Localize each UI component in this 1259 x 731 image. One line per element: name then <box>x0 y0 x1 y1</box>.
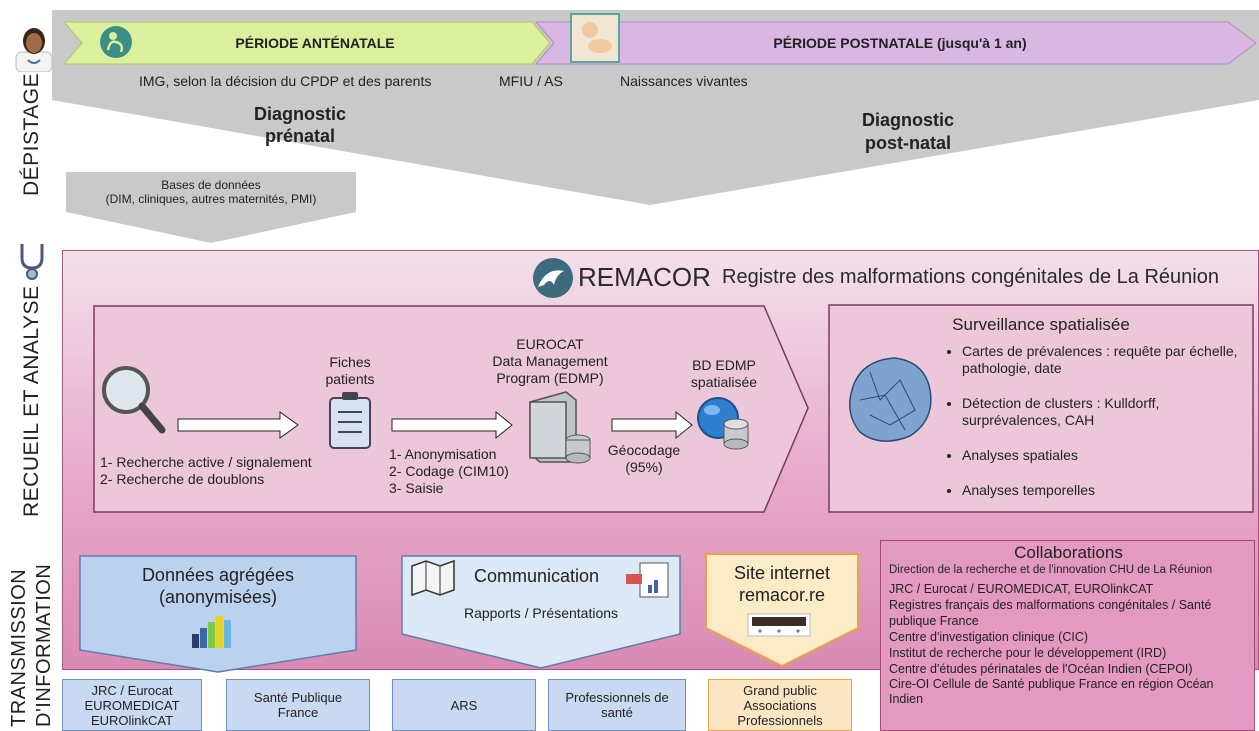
audience-line: EUROlinkCAT <box>90 712 174 728</box>
audience-line: Santé Publique <box>253 690 343 705</box>
donnees-line2: (anonymisées) <box>158 587 278 607</box>
clipboard-icon <box>329 392 371 449</box>
diag-postnatal-line1: Diagnostic <box>861 110 954 130</box>
bar-chart-icon <box>192 616 231 648</box>
site-line2: remacor.re <box>738 585 826 605</box>
communication-sub: Rapports / Présentations <box>463 605 619 621</box>
communication-title: Communication <box>474 566 600 586</box>
audience-grandpublic-box: Grand public Associations Professionnels <box>708 679 852 731</box>
site-line1: Site internet <box>733 563 831 583</box>
bases-grey-arrow <box>66 172 356 243</box>
postnatal-band <box>534 21 1257 65</box>
collab-item: Centre d'investigation clinique (CIC) <box>889 630 1089 644</box>
anon-line1: 1- Anonymisation <box>389 446 497 462</box>
donnees-arrow <box>79 555 357 673</box>
eurocat-line3: Program (EDMP) <box>496 370 604 386</box>
remacor-name: REMACOR <box>578 262 711 292</box>
server-icon <box>529 391 591 464</box>
audience-line: Professionnels de <box>565 690 669 705</box>
website-thumbnail-icon <box>747 613 811 637</box>
reunion-map-icon <box>849 357 932 442</box>
globe-database-icon <box>697 397 749 450</box>
collab-item: Direction de la recherche et de l'innova… <box>889 564 1213 576</box>
donnees-line1: Données agrégées <box>141 565 295 585</box>
diag-postnatal-line2: post-natal <box>864 133 951 153</box>
audience-jrc-box: JRC / Eurocat EUROMEDICAT EUROlinkCAT <box>62 679 202 731</box>
img-text: IMG, selon la décision du CPDP et des pa… <box>139 73 432 89</box>
audience-line: santé <box>601 705 633 720</box>
surveillance-list: Cartes de prévalences : requête par éche… <box>940 343 1252 499</box>
mfiu-text: MFIU / AS <box>499 73 563 89</box>
fiches-line1: Fiches <box>329 354 371 370</box>
surveillance-item: Analyses spatiales <box>962 447 1252 464</box>
step1-line1: 1- Recherche active / signalement <box>100 454 312 470</box>
surveillance-title: Surveillance spatialisée <box>952 315 1130 334</box>
collaborations-title: Collaborations <box>1014 543 1123 562</box>
anon-line2: 2- Codage (CIM10) <box>389 463 509 479</box>
collaborations-box: Collaborations Direction de la recherche… <box>880 540 1255 731</box>
map-icon <box>411 559 455 597</box>
audience-line: EUROMEDICAT <box>84 697 180 713</box>
geocodage-line1: Géocodage <box>607 442 681 458</box>
communication-arrow <box>401 555 681 669</box>
bd-line2: spatialisée <box>690 374 758 390</box>
arrow-3 <box>611 410 693 440</box>
fiches-line2: patients <box>325 371 375 387</box>
audience-line: JRC / Eurocat <box>91 682 173 698</box>
diag-prenatal-line2: prénatal <box>264 126 336 146</box>
surveillance-item: Détection de clusters : Kulldorff, surpr… <box>962 395 1252 429</box>
audience-line: Professionnels <box>737 712 823 728</box>
remacor-logo-icon <box>533 258 573 298</box>
site-arrow <box>705 553 859 668</box>
report-icon <box>626 562 669 598</box>
audience-line: ARS <box>450 697 478 713</box>
arrow-1 <box>177 411 299 439</box>
anon-line3: 3- Saisie <box>389 480 444 496</box>
naissances-text: Naissances vivantes <box>620 73 748 89</box>
stethoscope-icon <box>20 244 44 280</box>
eurocat-line2: Data Management <box>492 353 608 369</box>
collab-item: JRC / Eurocat / EUROMEDICAT, EUROlinkCAT <box>889 582 1154 596</box>
audience-ars-box: ARS <box>392 679 536 731</box>
collab-item: Cire-OI Cellule de Santé publique France… <box>889 677 1214 706</box>
audience-line: Grand public <box>743 682 817 698</box>
baby-icon <box>570 13 620 63</box>
depistage-diagram <box>52 10 1259 243</box>
magnifier-icon <box>102 366 166 434</box>
audience-line: France <box>277 705 319 720</box>
collab-item: Institut de recherche pour le développem… <box>889 646 1167 660</box>
surveillance-item: Analyses temporelles <box>962 482 1252 499</box>
antenatal-header: PÉRIODE ANTÉNATALE <box>235 35 395 51</box>
antenatal-band <box>62 21 551 65</box>
audience-pro-box: Professionnels de santé <box>548 679 686 731</box>
collab-item: Registres français des malformations con… <box>889 598 1212 628</box>
step1-line2: 2- Recherche de doublons <box>100 471 265 487</box>
diag-prenatal-line1: Diagnostic <box>253 104 346 124</box>
postnatal-header: PÉRIODE POSTNATALE (jusqu'à 1 an) <box>773 35 1027 51</box>
audience-spf-box: Santé Publique France <box>226 679 370 731</box>
arrow-2 <box>391 410 513 440</box>
bases-line2: (DIM, cliniques, autres maternités, PMI) <box>105 192 317 206</box>
remacor-subtitle: Registre des malformations congénitales … <box>722 266 1219 288</box>
audience-line: Associations <box>743 697 817 713</box>
bases-line1: Bases de données <box>161 178 261 192</box>
collab-item: Centre d'études périnatales de l'Océan I… <box>889 662 1193 676</box>
process-chevron <box>93 305 809 513</box>
surveillance-item: Cartes de prévalences : requête par éche… <box>962 343 1252 377</box>
geocodage-line2: (95%) <box>625 459 663 475</box>
doctor-icon <box>15 28 53 72</box>
bd-line1: BD EDMP <box>692 357 756 373</box>
eurocat-line1: EUROCAT <box>516 336 584 352</box>
